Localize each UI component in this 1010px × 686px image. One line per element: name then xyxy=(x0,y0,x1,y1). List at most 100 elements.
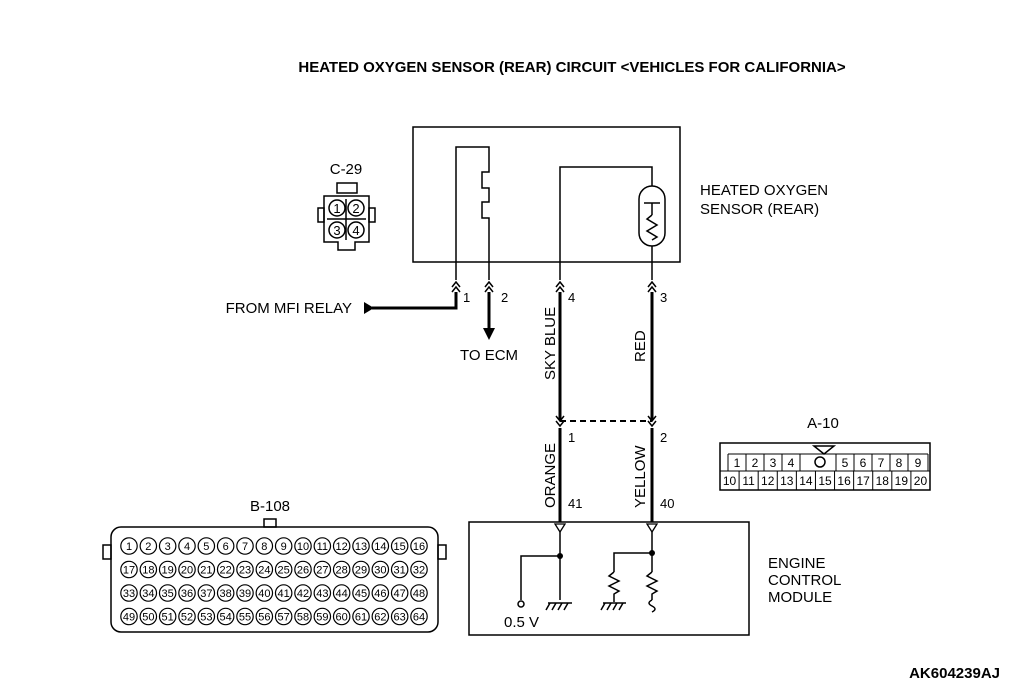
b108-pin-55: 55 xyxy=(239,612,251,624)
pin-3-connector-mark xyxy=(647,281,657,293)
b108-pin-27: 27 xyxy=(316,565,328,577)
b108-pin-30: 30 xyxy=(374,565,386,577)
ecm-internal-circuit xyxy=(517,532,659,613)
b108-pin-60: 60 xyxy=(336,612,348,624)
b108-pin-circle xyxy=(352,537,370,555)
sensor-pin-4-label: 4 xyxy=(568,290,575,305)
b108-pin-47: 47 xyxy=(394,588,406,600)
b108-pin-circle xyxy=(313,560,332,579)
b108-pin-5: 5 xyxy=(203,541,209,553)
b108-pin-17: 17 xyxy=(123,565,135,577)
b108-pin-circle xyxy=(294,560,312,579)
b108-pin-circle xyxy=(410,560,428,579)
a10-chevrons xyxy=(555,415,657,428)
b108-pin-circle xyxy=(236,584,254,602)
b108-pin-10: 10 xyxy=(297,541,309,553)
b108-pin-25: 25 xyxy=(278,565,290,577)
b108-pin-19: 19 xyxy=(162,565,174,577)
b108-pin-45: 45 xyxy=(355,588,367,600)
diagram-title: HEATED OXYGEN SENSOR (REAR) CIRCUIT <VEH… xyxy=(298,59,846,76)
c29-pin-4: 4 xyxy=(352,223,359,238)
a10-connector-face xyxy=(719,442,931,491)
b108-pin-circle xyxy=(178,537,196,555)
b108-pin-6: 6 xyxy=(223,541,229,553)
sensing-element xyxy=(638,185,666,247)
c29-pin-2: 2 xyxy=(352,201,359,216)
a10-cavity-1: 1 xyxy=(734,456,741,470)
b108-pin-16: 16 xyxy=(413,541,425,553)
b108-pin-53: 53 xyxy=(200,612,212,624)
b108-pin-circle xyxy=(197,537,216,555)
ecm-pin-41-label: 41 xyxy=(568,496,582,511)
c29-pin-3: 3 xyxy=(333,223,340,238)
ecm-pin-40-label: 40 xyxy=(660,496,674,511)
b108-pin-49: 49 xyxy=(123,612,135,624)
b108-pin-7: 7 xyxy=(242,541,248,553)
b108-pin-32: 32 xyxy=(413,565,425,577)
b108-pin-14: 14 xyxy=(374,541,386,553)
b108-pin-circle xyxy=(178,560,196,579)
a10-cavity-12: 12 xyxy=(761,474,775,488)
a10-cavity-10: 10 xyxy=(723,474,737,488)
pin-4-connector-mark xyxy=(555,281,565,293)
b108-pin-circle xyxy=(158,560,177,579)
b108-pin-circle xyxy=(139,584,158,602)
sky-blue-label: SKY BLUE xyxy=(542,307,559,380)
b108-pin-circle xyxy=(390,560,409,579)
b108-pin-circle xyxy=(352,560,370,579)
a10-label: A-10 xyxy=(807,415,839,432)
c29-label: C-29 xyxy=(330,161,363,178)
b108-pin-circle xyxy=(332,584,351,602)
b108-pin-42: 42 xyxy=(297,588,309,600)
a10-cavity-3: 3 xyxy=(770,456,777,470)
b108-pin-circle xyxy=(178,607,196,626)
b108-pin-58: 58 xyxy=(297,612,309,624)
b108-pin-circle xyxy=(274,560,293,579)
b108-pin-9: 9 xyxy=(281,541,287,553)
b108-pin-21: 21 xyxy=(200,565,212,577)
b108-pin-circle xyxy=(313,584,332,602)
b108-pin-46: 46 xyxy=(374,588,386,600)
b108-pin-11: 11 xyxy=(317,541,328,553)
orange-label: ORANGE xyxy=(542,443,559,508)
c29-connector-face xyxy=(317,182,376,251)
b108-pin-54: 54 xyxy=(220,612,232,624)
b108-pin-13: 13 xyxy=(355,541,367,553)
b108-pin-circle xyxy=(332,607,351,626)
b108-pin-2: 2 xyxy=(145,541,151,553)
a10-cavity-16: 16 xyxy=(837,474,851,488)
b108-pin-circle xyxy=(274,607,293,626)
b108-pin-circle xyxy=(390,607,409,626)
b108-pin-3: 3 xyxy=(165,541,171,553)
b108-pin-28: 28 xyxy=(336,565,348,577)
b108-pin-4: 4 xyxy=(184,541,190,553)
b108-pin-41: 41 xyxy=(278,588,290,600)
b108-pin-circle xyxy=(371,584,390,602)
ecm-name-line2: CONTROL xyxy=(768,572,841,589)
b108-pin-15: 15 xyxy=(394,541,406,553)
sensor-name-line2: SENSOR (REAR) xyxy=(700,201,819,218)
b108-pin-43: 43 xyxy=(316,588,328,600)
b108-pin-circle xyxy=(352,584,370,602)
b108-pin-circle xyxy=(410,537,428,555)
b108-pin-circle xyxy=(255,537,274,555)
sensor-pin-3-label: 3 xyxy=(660,290,667,305)
a10-pin-1-label: 1 xyxy=(568,430,575,445)
b108-pin-61: 61 xyxy=(355,612,367,624)
from-mfi-relay-label: FROM MFI RELAY xyxy=(226,300,352,317)
b108-pin-29: 29 xyxy=(355,565,367,577)
a10-pin-2-label: 2 xyxy=(660,430,667,445)
b108-pin-50: 50 xyxy=(142,612,154,624)
a10-cavity-5: 5 xyxy=(842,456,849,470)
b108-pin-circle xyxy=(313,607,332,626)
b108-pin-circle xyxy=(158,584,177,602)
b108-pin-circle xyxy=(332,560,351,579)
sensor-signal-loop xyxy=(559,166,653,280)
b108-pin-18: 18 xyxy=(142,565,154,577)
b108-pin-circle xyxy=(139,607,158,626)
a10-cavity-13: 13 xyxy=(780,474,794,488)
sensor-pin-1-label: 1 xyxy=(463,290,470,305)
b108-pin-circle xyxy=(255,584,274,602)
b108-pin-circle xyxy=(197,560,216,579)
